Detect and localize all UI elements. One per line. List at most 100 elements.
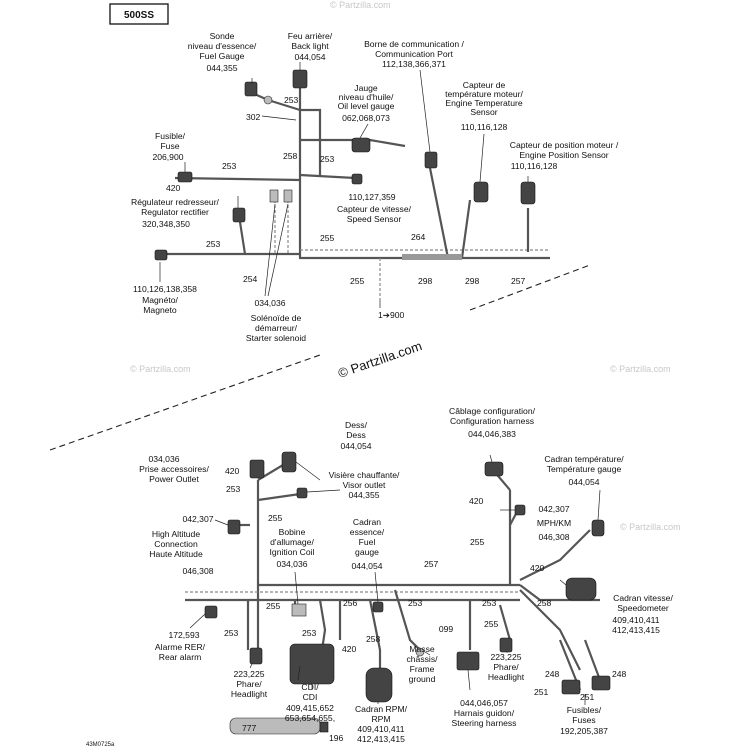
- regulator-rectifier-icon: [232, 207, 246, 223]
- mph-km-icon: [514, 504, 526, 516]
- svg-text:042,307: 042,307: [538, 504, 569, 514]
- communication-port-icon: [424, 151, 438, 169]
- svg-text:Feu arrière/: Feu arrière/: [288, 31, 333, 41]
- svg-text:412,413,415: 412,413,415: [612, 625, 660, 635]
- model-badge-text: 500SS: [124, 10, 154, 21]
- svg-text:257: 257: [511, 276, 526, 286]
- label-fuses: Fusibles/ Fuses 192,205,387: [560, 705, 608, 736]
- svg-text:gauge: gauge: [355, 547, 379, 557]
- svg-text:Speedometer: Speedometer: [617, 603, 669, 613]
- svg-text:256: 256: [343, 598, 358, 608]
- svg-text:248: 248: [545, 669, 560, 679]
- svg-text:Engine Position Sensor: Engine Position Sensor: [519, 150, 608, 160]
- svg-text:Cadran: Cadran: [353, 517, 381, 527]
- speedometer-icon: [565, 577, 597, 601]
- label-046-308: 046,308: [182, 566, 213, 576]
- label-frame-ground: 099 Masse châssis/ Frame ground: [406, 624, 453, 684]
- svg-text:255: 255: [350, 276, 365, 286]
- svg-text:MPH/KM: MPH/KM: [537, 518, 571, 528]
- svg-text:251: 251: [534, 687, 549, 697]
- svg-text:Connection: Connection: [154, 539, 198, 549]
- svg-text:044,355: 044,355: [206, 63, 237, 73]
- svg-text:298: 298: [418, 276, 433, 286]
- svg-text:Sonde: Sonde: [210, 31, 235, 41]
- image-code: 43M0725a: [86, 742, 115, 748]
- svg-text:223,225: 223,225: [233, 669, 264, 679]
- svg-text:044,054: 044,054: [351, 561, 382, 571]
- svg-text:409,410,411: 409,410,411: [612, 615, 659, 625]
- svg-text:niveau d'huile/: niveau d'huile/: [339, 92, 394, 102]
- cable-777-end-icon: [319, 721, 329, 733]
- svg-text:110,127,359: 110,127,359: [348, 192, 395, 202]
- configuration-harness-icon: [484, 461, 504, 477]
- svg-text:046,308: 046,308: [538, 532, 569, 542]
- watermark-center: © Partzilla.com: [336, 338, 424, 381]
- svg-text:034,036: 034,036: [254, 298, 285, 308]
- svg-text:253: 253: [320, 154, 335, 164]
- bottom-labels: Dess/ Dess 044,054 Câblage configuration…: [139, 406, 673, 744]
- rear-alarm-icon: [204, 605, 218, 619]
- svg-text:196: 196: [329, 733, 344, 743]
- svg-text:255: 255: [266, 601, 281, 611]
- top-harness: [160, 88, 550, 300]
- svg-text:Prise accessoires/: Prise accessoires/: [139, 464, 209, 474]
- label-fuel-gauge-sender: Sonde niveau d'essence/ Fuel Gauge 044,3…: [188, 31, 257, 73]
- svg-text:420: 420: [530, 563, 545, 573]
- svg-text:Masse: Masse: [409, 644, 435, 654]
- label-engine-position-sensor: Capteur de position moteur / Engine Posi…: [510, 140, 619, 171]
- svg-text:Communication Port: Communication Port: [375, 49, 453, 59]
- label-rpm-gauge: Cadran RPM/ RPM 409,410,411 412,413,415: [355, 704, 408, 744]
- svg-text:Cadran vitesse/: Cadran vitesse/: [613, 593, 673, 603]
- svg-text:Fusible/: Fusible/: [155, 131, 186, 141]
- watermark-left: © Partzilla.com: [130, 364, 191, 374]
- svg-text:Fuse: Fuse: [160, 141, 179, 151]
- svg-text:302: 302: [246, 112, 261, 122]
- svg-text:Dess/: Dess/: [345, 420, 368, 430]
- svg-text:320,348,350: 320,348,350: [142, 219, 190, 229]
- svg-text:ground: ground: [409, 674, 436, 684]
- svg-text:Fuses: Fuses: [572, 715, 595, 725]
- svg-text:niveau d'essence/: niveau d'essence/: [188, 41, 257, 51]
- svg-text:034,036: 034,036: [148, 454, 179, 464]
- svg-text:CDI/: CDI/: [301, 682, 319, 692]
- svg-text:Back light: Back light: [291, 41, 329, 51]
- svg-text:110,126,138,358: 110,126,138,358: [133, 284, 197, 294]
- magneto-icon: [154, 249, 168, 261]
- label-ignition-coil: Bobine d'allumage/ Ignition Coil 034,036: [270, 527, 315, 569]
- svg-text:192,205,387: 192,205,387: [560, 726, 608, 736]
- svg-text:253: 253: [408, 598, 423, 608]
- svg-text:Régulateur redresseur/: Régulateur redresseur/: [131, 197, 220, 207]
- svg-text:044,054: 044,054: [294, 52, 325, 62]
- svg-text:châssis/: châssis/: [406, 654, 438, 664]
- svg-text:Phare/: Phare/: [236, 679, 262, 689]
- svg-text:Capteur de position moteur /: Capteur de position moteur /: [510, 140, 619, 150]
- svg-text:044,355: 044,355: [348, 490, 379, 500]
- label-fuel-gauge: Cadran essence/ Fuel gauge 044,054: [350, 517, 385, 571]
- label-engine-temperature-sensor: Capteur de température moteur/ Engine Te…: [445, 80, 523, 132]
- label-speedometer: Cadran vitesse/ Speedometer 409,410,411 …: [612, 593, 673, 635]
- svg-text:255: 255: [320, 233, 335, 243]
- svg-text:042,307: 042,307: [182, 514, 213, 524]
- svg-text:420: 420: [469, 496, 484, 506]
- svg-text:Fusibles/: Fusibles/: [567, 705, 602, 715]
- svg-text:Starter solenoid: Starter solenoid: [246, 333, 306, 343]
- svg-text:248: 248: [612, 669, 627, 679]
- svg-text:Engine Temperature: Engine Temperature: [445, 98, 522, 108]
- svg-text:Harnais guidon/: Harnais guidon/: [454, 708, 515, 718]
- frame-ground-icon: [415, 647, 425, 657]
- svg-text:223,225: 223,225: [490, 652, 521, 662]
- svg-text:110,116,128: 110,116,128: [511, 161, 558, 171]
- model-badge: 500SS: [109, 3, 169, 25]
- svg-text:Câblage configuration/: Câblage configuration/: [449, 406, 536, 416]
- engine-temperature-sensor-icon: [473, 181, 489, 203]
- svg-text:253: 253: [482, 598, 497, 608]
- svg-text:Haute Altitude: Haute Altitude: [149, 549, 203, 559]
- bottom-parts: [204, 451, 611, 735]
- svg-text:255: 255: [268, 513, 283, 523]
- label-temperature-gauge: Cadran température/ Température gauge 04…: [544, 454, 624, 487]
- svg-text:777: 777: [242, 723, 257, 733]
- watermark-right-2: © Partzilla.com: [620, 522, 681, 532]
- power-outlet-icon: [249, 459, 265, 479]
